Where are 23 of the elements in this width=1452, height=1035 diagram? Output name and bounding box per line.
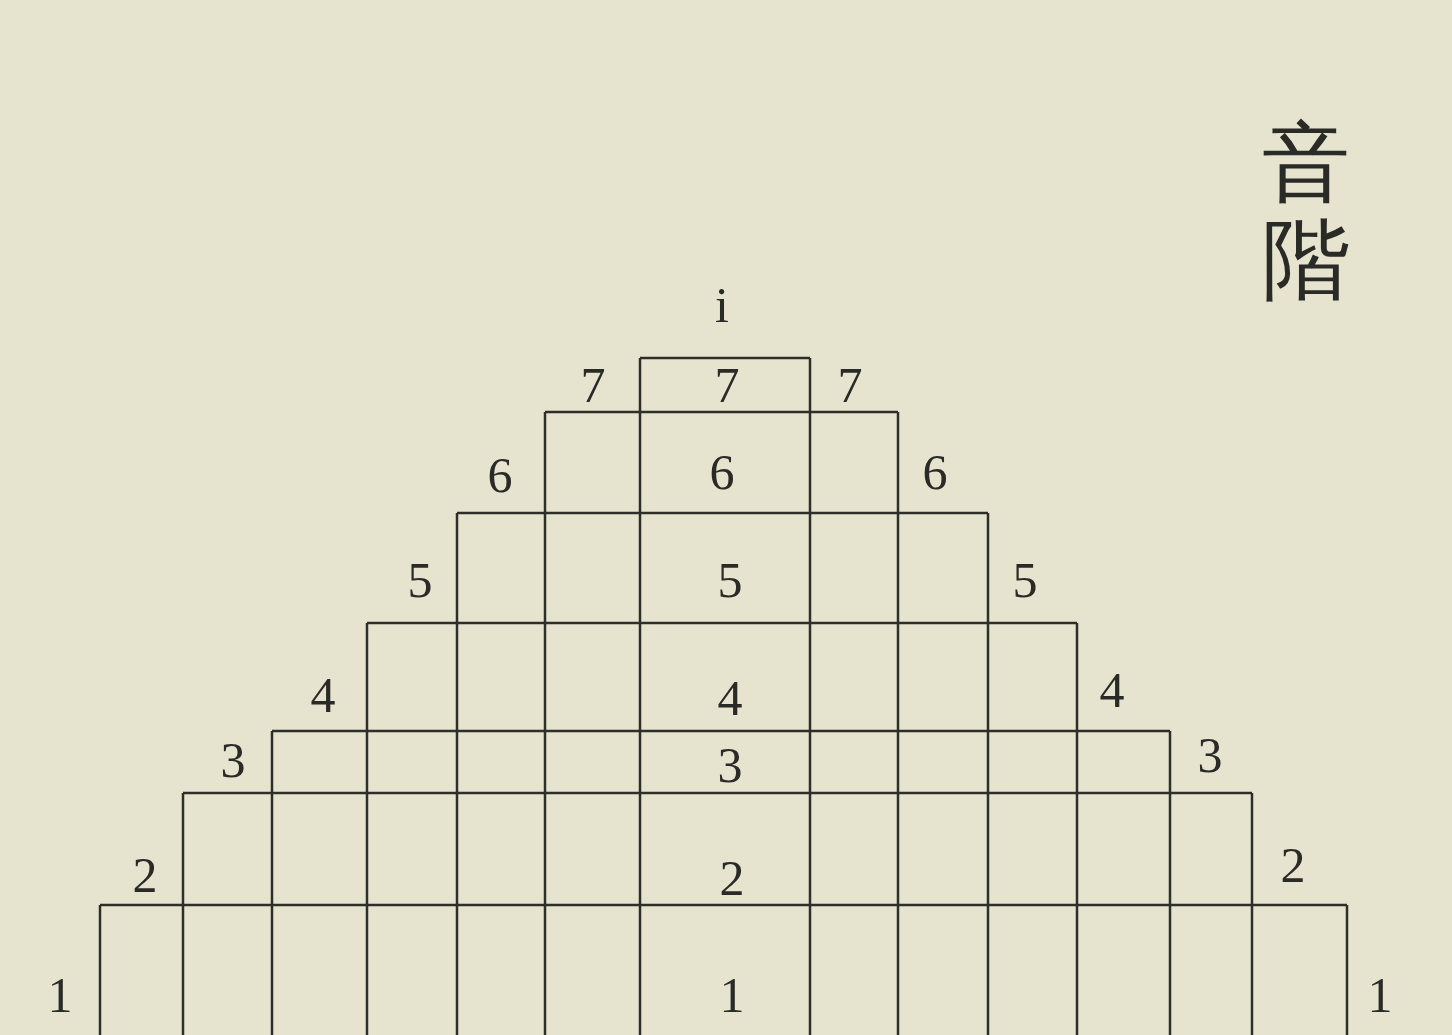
scale-degree-number: 3 — [220, 735, 246, 785]
scale-degree-number: 4 — [1099, 665, 1125, 715]
scale-degree-number: 6 — [709, 447, 735, 497]
scale-degree-number: 4 — [717, 673, 743, 723]
scale-degree-number: i — [715, 280, 729, 330]
scale-degree-number: 2 — [1280, 840, 1306, 890]
scale-degree-number: 3 — [717, 740, 743, 790]
scale-degree-number: 5 — [1012, 555, 1038, 605]
scale-degree-number: 2 — [132, 850, 158, 900]
scale-degree-number: 1 — [719, 970, 745, 1020]
title: 音階 — [1262, 115, 1350, 309]
scale-degree-number: 6 — [487, 450, 513, 500]
scale-degree-number: 1 — [47, 970, 73, 1020]
scale-degree-number: 3 — [1197, 730, 1223, 780]
scale-degree-number: 7 — [714, 360, 740, 410]
scale-degree-number: 4 — [310, 670, 336, 720]
scale-degree-number: 6 — [922, 447, 948, 497]
scale-degree-number: 7 — [837, 360, 863, 410]
scale-degree-number: 2 — [719, 853, 745, 903]
scale-degree-number: 1 — [1367, 970, 1393, 1020]
scale-degree-number: 5 — [407, 555, 433, 605]
scale-degree-number: 7 — [580, 360, 606, 410]
scale-degree-number: 5 — [717, 555, 743, 605]
